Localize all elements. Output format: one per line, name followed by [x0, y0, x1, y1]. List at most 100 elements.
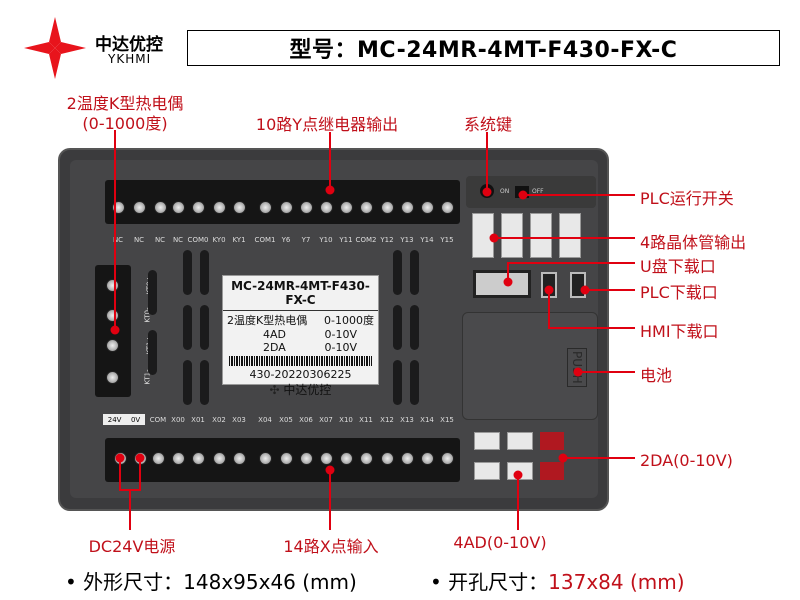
bottom-terminal-label: X06: [299, 416, 313, 424]
barcode: [229, 356, 372, 366]
terminal-screw[interactable]: [213, 452, 226, 465]
top-terminal-label: COM0: [187, 236, 209, 244]
terminal-screw[interactable]: [300, 201, 313, 214]
terminal-screw[interactable]: [172, 452, 185, 465]
callout-battery: 电池: [640, 366, 673, 385]
kt-terminal-screw[interactable]: [106, 339, 119, 352]
vent-slot: [200, 360, 209, 405]
terminal-screw[interactable]: [320, 452, 333, 465]
power-label-24v: 24V: [107, 415, 122, 424]
transistor-output-connector[interactable]: [559, 213, 581, 258]
terminal-screw[interactable]: [280, 201, 293, 214]
terminal-screw[interactable]: [421, 201, 434, 214]
sticker-row-label: 4AD: [263, 328, 286, 341]
bottom-terminal-label: X14: [420, 416, 434, 424]
vent-slot: [148, 330, 157, 375]
terminal-screw[interactable]: [381, 201, 394, 214]
top-terminal-label: Y15: [440, 236, 454, 244]
vent-slot: [200, 305, 209, 350]
usb-download-port[interactable]: [473, 270, 531, 298]
bottom-terminal-label: X01: [191, 416, 205, 424]
sticker-model: MC-24MR-4MT-F430-FX-C: [223, 276, 378, 311]
vent-slot: [183, 305, 192, 350]
terminal-screw[interactable]: [360, 201, 373, 214]
switch-off-label: OFF: [532, 188, 544, 195]
top-terminal-label: KY0: [212, 236, 226, 244]
vent-slot: [200, 250, 209, 295]
vent-slot: [183, 250, 192, 295]
terminal-screw[interactable]: [381, 452, 394, 465]
bottom-terminal-label: X11: [359, 416, 373, 424]
terminal-screw[interactable]: [300, 452, 313, 465]
transistor-output-connector[interactable]: [530, 213, 552, 258]
bottom-terminal-label: X15: [440, 416, 454, 424]
terminal-screw[interactable]: [233, 201, 246, 214]
terminal-screw[interactable]: [441, 452, 454, 465]
bottom-terminal-label: X00: [171, 416, 185, 424]
transistor-output-connector[interactable]: [501, 213, 523, 258]
bottom-terminal-label: X02: [212, 416, 226, 424]
top-terminal-label: Y13: [400, 236, 414, 244]
da-connector[interactable]: [540, 432, 564, 450]
cutout-size-label: • 开孔尺寸：: [430, 570, 549, 594]
bottom-terminal-label: X10: [339, 416, 353, 424]
sticker-serial: 430-20220306225: [249, 368, 352, 381]
top-terminal-label: Y12: [380, 236, 394, 244]
terminal-screw[interactable]: [233, 452, 246, 465]
terminal-screw[interactable]: [192, 201, 205, 214]
terminal-screw[interactable]: [360, 452, 373, 465]
terminal-screw[interactable]: [401, 201, 414, 214]
terminal-screw[interactable]: [133, 201, 146, 214]
callout-system-key: 系统键: [463, 115, 513, 134]
callout-usb-download: U盘下载口: [640, 257, 716, 276]
bottom-terminal-label: X12: [380, 416, 394, 424]
ad-connector[interactable]: [507, 432, 533, 450]
brand-mini-icon: ✣: [269, 383, 284, 397]
bottom-terminal-label: X03: [232, 416, 246, 424]
vent-slot: [183, 360, 192, 405]
sticker-row-label: 2温度K型热电偶: [227, 314, 308, 327]
terminal-screw[interactable]: [340, 452, 353, 465]
ad-connector[interactable]: [474, 462, 500, 480]
terminal-screw[interactable]: [280, 452, 293, 465]
terminal-screw[interactable]: [259, 452, 272, 465]
terminal-screw[interactable]: [213, 201, 226, 214]
terminal-screw[interactable]: [192, 452, 205, 465]
device-label-sticker: MC-24MR-4MT-F430-FX-C 2温度K型热电偶 0-1000度 4A…: [222, 275, 379, 397]
terminal-screw[interactable]: [154, 201, 167, 214]
top-terminal-label: NC: [133, 236, 145, 244]
terminal-screw[interactable]: [259, 201, 272, 214]
ad-connector[interactable]: [474, 432, 500, 450]
model-title: 型号：MC-24MR-4MT-F430-FX-C: [187, 30, 780, 66]
bottom-terminal-label: X05: [279, 416, 293, 424]
top-terminal-label: Y6: [281, 236, 291, 244]
terminal-screw[interactable]: [320, 201, 333, 214]
terminal-screw[interactable]: [441, 201, 454, 214]
callout-thermocouple: 2温度K型热电偶: [66, 94, 184, 113]
callout-run-switch: PLC运行开关: [640, 189, 734, 208]
terminal-screw[interactable]: [421, 452, 434, 465]
callout-ad: 4AD(0-10V): [453, 533, 547, 552]
bottom-terminal-label: X07: [319, 416, 333, 424]
kt-terminal-screw[interactable]: [106, 371, 119, 384]
bottom-terminal-label: X13: [400, 416, 414, 424]
vent-slot: [410, 360, 419, 405]
bottom-terminal-label: COM: [149, 416, 167, 424]
sticker-row-value: 0-1000度: [324, 314, 374, 327]
top-terminal-label: COM2: [355, 236, 377, 244]
cutout-size-value: 137x84 (mm): [548, 570, 685, 594]
da-connector[interactable]: [540, 462, 564, 480]
terminal-screw[interactable]: [401, 452, 414, 465]
top-terminal-label: NC: [154, 236, 166, 244]
top-terminal-label: NC: [172, 236, 184, 244]
top-terminal-label: COM1: [254, 236, 276, 244]
callout-hmi-download: HMI下载口: [640, 322, 719, 341]
outer-size-value: 148x95x46 (mm): [183, 570, 357, 594]
vent-slot: [410, 305, 419, 350]
top-terminal-label: NC: [112, 236, 124, 244]
switch-on-label: ON: [500, 188, 510, 195]
terminal-screw[interactable]: [172, 201, 185, 214]
terminal-screw[interactable]: [152, 452, 165, 465]
terminal-screw[interactable]: [340, 201, 353, 214]
